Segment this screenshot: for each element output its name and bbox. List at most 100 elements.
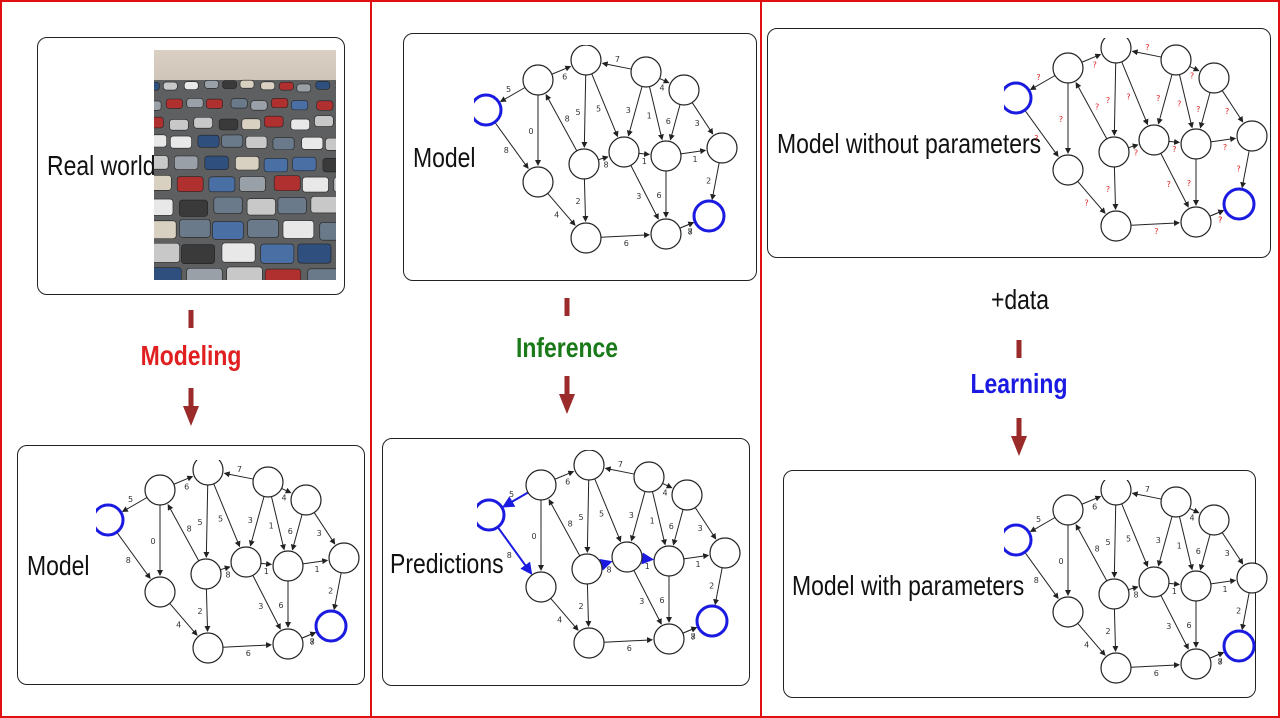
car-shape bbox=[186, 97, 204, 108]
car-shape bbox=[235, 156, 260, 171]
car-shape bbox=[273, 175, 301, 191]
graph-edge bbox=[281, 487, 292, 494]
car-shape bbox=[260, 243, 295, 264]
car-shape bbox=[154, 198, 174, 216]
edge-weight-label: 6 bbox=[659, 596, 664, 605]
graph-edge bbox=[601, 61, 632, 70]
car-shape bbox=[277, 197, 307, 215]
edge-weight-label: 2 bbox=[328, 587, 333, 596]
graph-edge bbox=[603, 637, 654, 644]
graph-node bbox=[522, 64, 554, 96]
car-shape bbox=[296, 83, 312, 93]
edge-weight-label: 7 bbox=[618, 460, 623, 469]
car-shape bbox=[246, 198, 276, 216]
learning-arrow bbox=[1011, 340, 1027, 456]
car-shape bbox=[279, 81, 294, 91]
car-shape bbox=[176, 176, 204, 192]
edge-weight-label: 4 bbox=[662, 488, 667, 497]
car-shape bbox=[218, 118, 239, 131]
graph-node bbox=[522, 166, 554, 198]
graph-edge bbox=[581, 74, 588, 149]
car-shape bbox=[260, 81, 276, 91]
car-shape bbox=[263, 157, 289, 173]
edge-weight-label: ? bbox=[1036, 73, 1040, 82]
edge-weight-label: 0 bbox=[531, 532, 536, 541]
car-shape bbox=[154, 134, 167, 148]
graph-edge bbox=[1075, 524, 1108, 582]
edge-weight-label: 8 bbox=[606, 566, 611, 575]
car-shape bbox=[154, 242, 180, 263]
graph-node bbox=[1138, 124, 1170, 156]
edge-weight-label: 5 bbox=[218, 515, 223, 524]
edge-weight-label: 8 bbox=[504, 146, 509, 155]
graph-edge bbox=[1081, 495, 1102, 505]
graph-node bbox=[144, 474, 176, 506]
modeling-step-label: Modeling bbox=[140, 340, 242, 371]
edge-weight-label: 8 bbox=[1218, 657, 1223, 666]
graph-node bbox=[608, 136, 640, 168]
graph-edge bbox=[629, 491, 646, 542]
graph-edge bbox=[1209, 651, 1225, 659]
graph-edge bbox=[1121, 61, 1149, 126]
edge-weight-label: 6 bbox=[278, 601, 283, 610]
edge-weight-label: 1 bbox=[314, 565, 319, 574]
model-without-params-label: Model without parameters bbox=[777, 128, 1042, 159]
graph-node bbox=[573, 627, 605, 659]
graph-edge bbox=[1221, 90, 1244, 123]
graph-edge bbox=[496, 526, 533, 575]
graph-edge bbox=[1210, 578, 1237, 585]
edge-weight-label: 3 bbox=[317, 529, 322, 538]
graph-node bbox=[328, 542, 360, 574]
car-shape bbox=[212, 221, 244, 240]
edge-weight-label: 8 bbox=[1034, 576, 1039, 585]
edge-weight-label: ? bbox=[1172, 145, 1176, 154]
car-shape bbox=[335, 82, 336, 89]
edge-weight-label: 8 bbox=[565, 115, 570, 124]
graph-edge bbox=[668, 104, 681, 141]
edge-weight-label: 1 bbox=[264, 567, 269, 576]
graph-edge bbox=[1198, 534, 1211, 571]
edge-weight-label: 1 bbox=[1172, 587, 1177, 596]
graph-edge bbox=[554, 470, 575, 480]
car-shape bbox=[221, 242, 256, 263]
graph-node bbox=[630, 56, 662, 88]
graph-edge bbox=[1121, 503, 1149, 568]
graph-edge bbox=[290, 514, 303, 551]
graph-node bbox=[650, 218, 682, 250]
graph-edge bbox=[641, 552, 655, 565]
graph-node bbox=[1098, 136, 1130, 168]
graph-edge bbox=[1240, 592, 1250, 631]
model-label: Model bbox=[27, 550, 90, 581]
graph-edge bbox=[223, 471, 254, 480]
graph-edge bbox=[248, 496, 265, 547]
graph-edge bbox=[648, 86, 664, 141]
edge-weight-label: 6 bbox=[666, 117, 671, 126]
graph-node bbox=[573, 450, 605, 481]
edge-weight-label: 6 bbox=[1196, 547, 1201, 556]
graph-edge bbox=[252, 575, 281, 630]
graph-edge bbox=[203, 484, 210, 559]
graph-edge bbox=[332, 572, 342, 611]
graph-node bbox=[525, 469, 557, 501]
graph-node bbox=[1198, 62, 1230, 94]
graph-node bbox=[1100, 210, 1132, 242]
edge-weight-label: 6 bbox=[669, 522, 674, 531]
graph-edge bbox=[691, 102, 714, 135]
car-shape bbox=[239, 79, 255, 89]
graph-node bbox=[144, 576, 176, 608]
car-shape bbox=[154, 220, 177, 239]
edge-weight-label: ? bbox=[1225, 107, 1229, 116]
edge-weight-label: 5 bbox=[197, 518, 202, 527]
inference-arrow bbox=[559, 298, 575, 414]
endpoint-node bbox=[1004, 81, 1033, 115]
edge-weight-label: ? bbox=[1187, 179, 1191, 188]
edge-weight-label: 6 bbox=[1092, 502, 1097, 511]
edge-weight-label: ? bbox=[1177, 100, 1181, 109]
car-shape bbox=[333, 176, 336, 193]
car-shape bbox=[230, 98, 248, 109]
edge-weight-label: 7 bbox=[310, 637, 315, 646]
graph-edge bbox=[1178, 516, 1194, 571]
edge-weight-label: ? bbox=[1218, 215, 1222, 224]
